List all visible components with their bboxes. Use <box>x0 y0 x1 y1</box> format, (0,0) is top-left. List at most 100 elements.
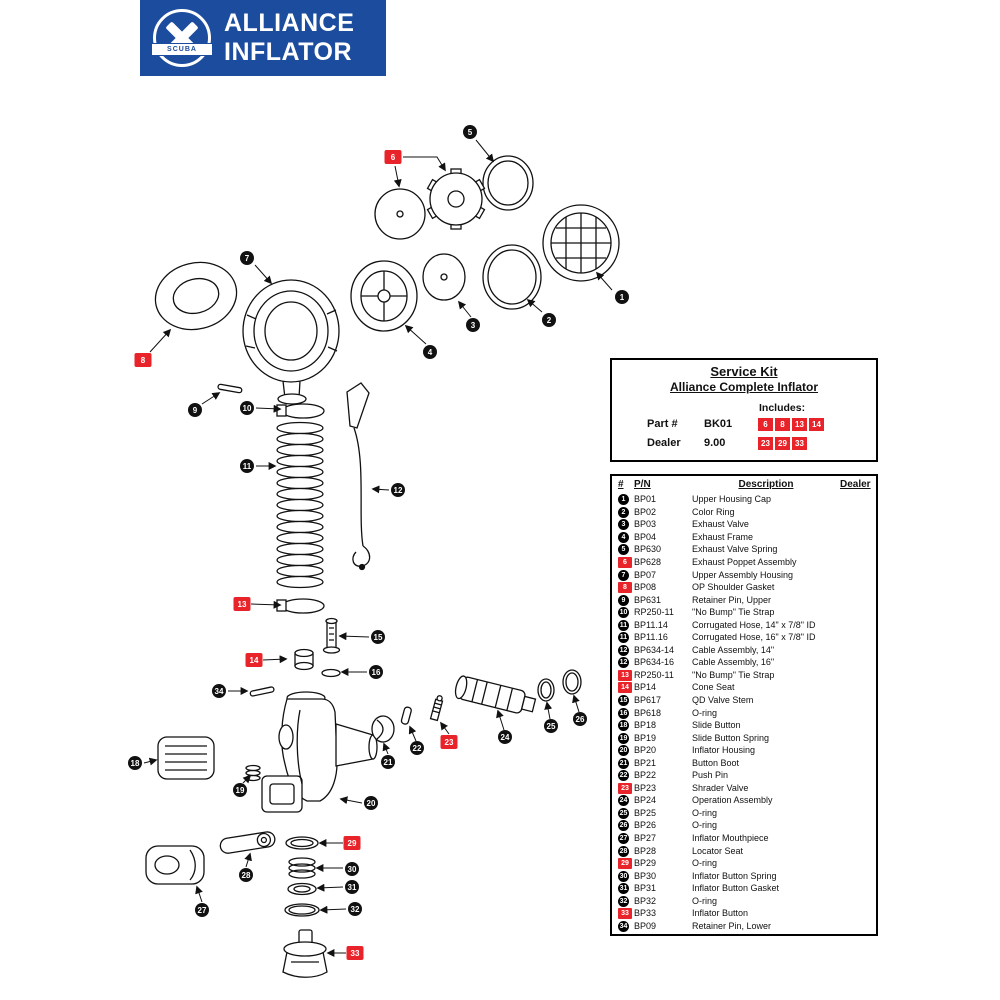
part-pn: BP32 <box>634 895 657 906</box>
part-number-badge: 12 <box>618 644 629 656</box>
o-ring-25 <box>537 678 555 702</box>
leader-lines <box>143 139 613 957</box>
part-pn: BP20 <box>634 745 657 756</box>
part-pn: BP30 <box>634 870 657 881</box>
part-pn: BP634-14 <box>634 644 675 655</box>
part-pn: BP22 <box>634 770 657 781</box>
part-number-badge-red: 8 <box>618 582 632 594</box>
part-number-badge-red: 13 <box>618 669 632 681</box>
part-pn: BP09 <box>634 920 657 931</box>
part-number-badge: 16 <box>618 707 629 719</box>
part-pn: BP07 <box>634 569 657 580</box>
part-description: OP Shoulder Gasket <box>692 582 775 593</box>
part-pn: BP26 <box>634 820 657 831</box>
part-description: Shrader Valve <box>692 782 749 793</box>
dealer-value: 9.00 <box>704 437 726 449</box>
part-description: O-ring <box>692 858 718 869</box>
inflator-housing-part <box>261 691 378 813</box>
part-pn: BP33 <box>634 908 657 919</box>
part-description: Slide Button <box>692 720 741 731</box>
o-ring-16 <box>321 668 341 678</box>
service-kit-title: Service Kit <box>710 364 778 379</box>
includes-label: Includes: <box>759 402 806 414</box>
part-pn: BP27 <box>634 833 657 844</box>
shoulder-gasket <box>154 261 238 331</box>
part-number-badge: 25 <box>618 807 629 819</box>
part-description: Corrugated Hose, 14" x 7/8" ID <box>692 619 816 630</box>
part-description: Inflator Housing <box>692 745 756 756</box>
part-description: O-ring <box>692 895 718 906</box>
part-description: "No Bump" Tie Strap <box>692 607 775 618</box>
part-number-badge: 32 <box>618 895 629 907</box>
part-pn: BP617 <box>634 695 662 706</box>
qd-valve-stem <box>322 617 341 654</box>
kit-include-number: 29 <box>775 437 790 450</box>
header-dealer: Dealer <box>840 479 871 490</box>
part-pn: BP11.16 <box>634 632 668 643</box>
part-number-badge: 21 <box>618 757 629 769</box>
part-description: Retainer Pin, Lower <box>692 920 772 931</box>
part-description: Exhaust Frame <box>692 531 754 542</box>
part-pn: BP630 <box>634 544 662 555</box>
logo-ribbon: SCUBA <box>151 43 213 56</box>
part-pn: BP01 <box>634 494 657 505</box>
kit-include-number: 8 <box>775 418 790 431</box>
part-pn: BP11.14 <box>634 619 668 630</box>
part-number-badge: 3 <box>618 519 629 531</box>
part-description: O-ring <box>692 820 718 831</box>
brand-banner: SCUBA ALLIANCE INFLATOR <box>140 0 386 76</box>
xs-scuba-logo: SCUBA <box>151 9 213 67</box>
part-number-badge: 18 <box>618 720 629 732</box>
part-pn: BP14 <box>634 682 657 693</box>
dealer-label: Dealer <box>647 437 681 449</box>
inflator-button-gasket <box>287 882 317 896</box>
part-description: Corrugated Hose, 16" x 7/8" ID <box>692 632 816 643</box>
part-pn: BP18 <box>634 720 657 731</box>
part-description: Operation Assembly <box>692 795 773 806</box>
part-number-badge: 22 <box>618 770 629 782</box>
tie-strap-lower <box>276 598 325 614</box>
part-description: Exhaust Valve <box>692 519 749 530</box>
part-pn: BP03 <box>634 519 657 530</box>
tie-strap-upper <box>276 403 325 419</box>
brand-line2: INFLATOR <box>224 38 353 66</box>
part-number-badge: 27 <box>618 833 629 845</box>
part-description: Inflator Button Gasket <box>692 883 780 894</box>
part-pn: RP250-11 <box>634 669 674 680</box>
part-pn: BP618 <box>634 707 662 718</box>
part-number-badge: 4 <box>618 531 629 543</box>
part-description: Button Boot <box>692 757 740 768</box>
part-description: Push Pin <box>692 770 729 781</box>
kit-include-number: 23 <box>758 437 773 450</box>
part-description: Cone Seat <box>692 682 735 693</box>
color-ring <box>482 244 542 310</box>
corrugated-hose <box>276 421 324 589</box>
service-kit-box: Service Kit Alliance Complete Inflator I… <box>610 358 878 462</box>
part-number-badge: 9 <box>618 594 629 606</box>
part-description: Inflator Button <box>692 908 749 919</box>
kit-include-number: 6 <box>758 418 773 431</box>
part-description: O-ring <box>692 707 718 718</box>
locator-seat <box>219 831 276 854</box>
cone-seat <box>294 648 314 671</box>
